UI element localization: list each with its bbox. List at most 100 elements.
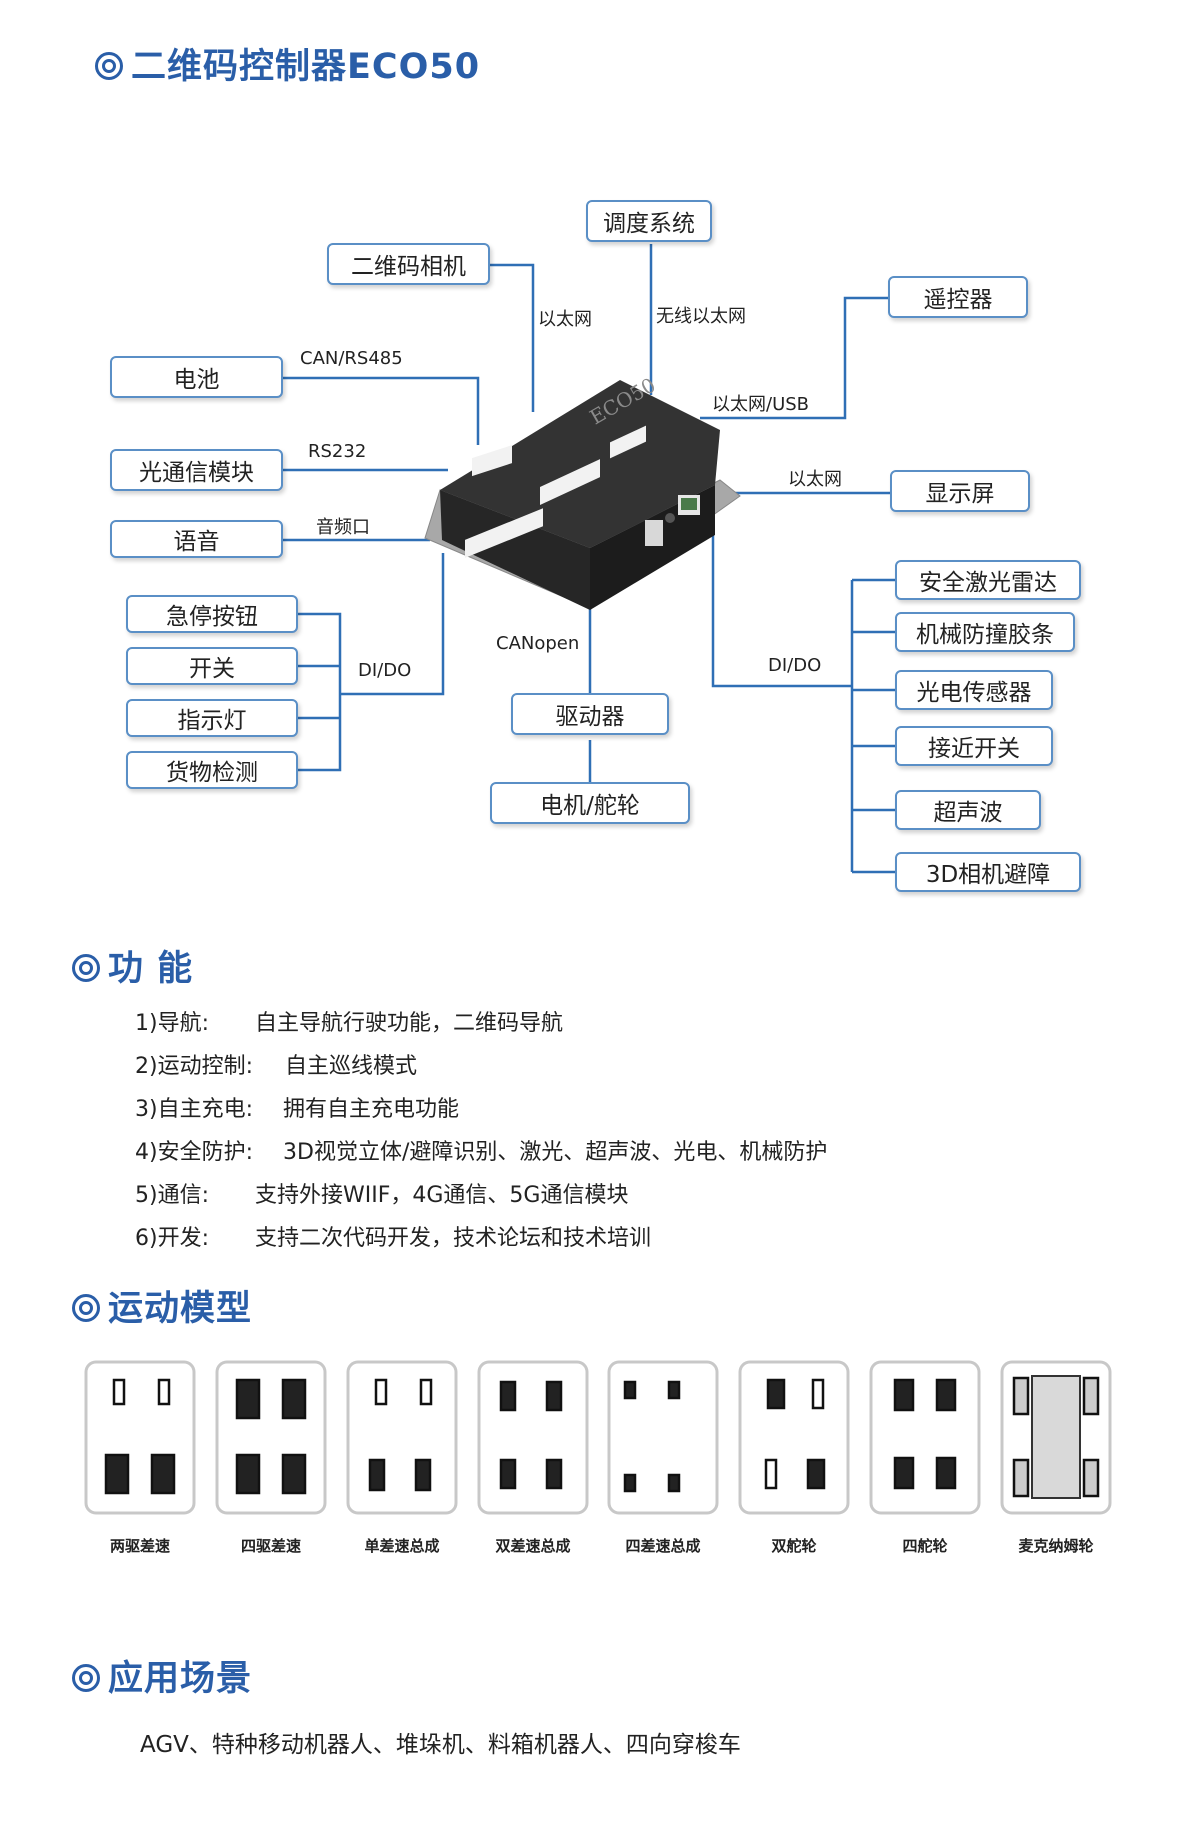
wheel-mark xyxy=(667,1380,681,1400)
wheel-mark xyxy=(368,1458,386,1492)
function-item: 3)自主充电:拥有自主充电功能 xyxy=(135,1097,460,1122)
application-text: AGV、特种移动机器人、堆垛机、料箱机器人、四向穿梭车 xyxy=(140,1732,741,1758)
application-title: 应用场景 xyxy=(72,1650,252,1701)
line-dido-left xyxy=(340,553,445,696)
motion-model-name: 四驱差速 xyxy=(240,1537,301,1555)
wheel-mark xyxy=(499,1458,517,1490)
box-safety-lidar: 安全激光雷达 xyxy=(895,560,1081,600)
double-circle-icon xyxy=(72,954,100,982)
label-dido-right: DI/DO xyxy=(768,655,822,676)
double-circle-icon xyxy=(95,52,123,80)
chassis-diagram xyxy=(1000,1360,1112,1515)
chassis-diagram xyxy=(84,1360,196,1515)
main-title: 二维码控制器ECO50 xyxy=(95,38,480,89)
label-wireless: 无线以太网 xyxy=(656,306,746,327)
connection-lines xyxy=(283,244,895,874)
function-item: 2)运动控制:自主巡线模式 xyxy=(135,1054,418,1079)
motion-model-card xyxy=(215,1360,327,1515)
box-photo-sensor: 光电传感器 xyxy=(895,670,1053,710)
chassis-diagram xyxy=(477,1360,589,1515)
box-qr-camera: 二维码相机 xyxy=(327,243,490,285)
wheel-mark xyxy=(935,1378,957,1412)
box-proximity: 接近开关 xyxy=(895,726,1053,766)
function-item: 4)安全防护:3D视觉立体/避障识别、激光、超声波、光电、机械防护 xyxy=(135,1140,828,1165)
wheel-mark xyxy=(545,1458,563,1490)
box-ultrasonic: 超声波 xyxy=(895,790,1041,830)
box-battery: 电池 xyxy=(110,356,283,398)
motion-model-name: 单差速总成 xyxy=(364,1537,440,1555)
wheel-mark xyxy=(419,1378,433,1406)
wheel-mark xyxy=(1012,1458,1030,1498)
wheel-mark xyxy=(150,1453,176,1495)
wheel-mark xyxy=(806,1458,826,1490)
label-audio: 音频口 xyxy=(316,517,370,538)
wheel-mark xyxy=(893,1378,915,1412)
function-item: 1)导航:自主导航行驶功能，二维码导航 xyxy=(135,1011,564,1036)
label-can-rs485: CAN/RS485 xyxy=(300,348,403,369)
box-motor: 电机/舵轮 xyxy=(490,782,690,824)
chassis-frame xyxy=(346,1360,458,1515)
motion-model-name: 两驱差速 xyxy=(109,1537,170,1555)
chassis-diagram xyxy=(738,1360,850,1515)
box-indicator: 指示灯 xyxy=(126,699,298,737)
motion-model-name: 四差速总成 xyxy=(625,1537,701,1555)
wheel-mark xyxy=(281,1378,307,1420)
motion-model-card xyxy=(346,1360,458,1515)
chassis-diagram xyxy=(346,1360,458,1515)
line-remote xyxy=(700,296,888,420)
wheel-mark xyxy=(112,1378,126,1406)
box-estop: 急停按钮 xyxy=(126,595,298,633)
wheel-mark xyxy=(414,1458,432,1492)
wheel-mark xyxy=(281,1453,307,1495)
label-ethernet-qr: 以太网 xyxy=(538,309,592,330)
motion-model-card xyxy=(84,1360,196,1515)
line-dido-right xyxy=(711,530,852,688)
line-battery xyxy=(283,376,480,445)
motion-model-card xyxy=(869,1360,981,1515)
label-ethernet-usb: 以太网/USB xyxy=(712,394,810,415)
wheel-mark xyxy=(623,1380,637,1400)
wheel-mark xyxy=(766,1378,786,1410)
function-item: 5)通信:支持外接WIIF，4G通信、5G通信模块 xyxy=(135,1183,629,1208)
wheel-mark xyxy=(499,1380,517,1412)
box-remote: 遥控器 xyxy=(888,276,1028,318)
motion-model-card xyxy=(738,1360,850,1515)
label-canopen: CANopen xyxy=(496,633,580,654)
motion-model-card xyxy=(477,1360,589,1515)
function-title: 功 能 xyxy=(72,940,193,991)
box-bumper: 机械防撞胶条 xyxy=(895,612,1075,652)
chassis-diagram xyxy=(215,1360,327,1515)
wheel-mark xyxy=(935,1456,957,1490)
chassis-frame xyxy=(738,1360,850,1515)
label-dido-left: DI/DO xyxy=(358,660,412,681)
function-item: 6)开发:支持二次代码开发，技术论坛和技术培训 xyxy=(135,1226,652,1251)
label-ethernet-display: 以太网 xyxy=(788,469,842,490)
chassis-frame xyxy=(84,1360,196,1515)
chassis-diagram xyxy=(869,1360,981,1515)
wheel-mark xyxy=(157,1378,171,1406)
motion-model-card xyxy=(607,1360,719,1515)
wheel-mark xyxy=(235,1378,261,1420)
motion-model-name: 麦克纳姆轮 xyxy=(1018,1537,1094,1555)
motion-model-name: 双舵轮 xyxy=(771,1537,817,1555)
chassis-body xyxy=(1031,1375,1081,1499)
double-circle-icon xyxy=(72,1294,100,1322)
eco50-device: ECO50 xyxy=(424,373,741,610)
motion-model-name: 四舵轮 xyxy=(902,1537,948,1555)
motion-model-card xyxy=(1000,1360,1112,1515)
wheel-mark xyxy=(1012,1376,1030,1416)
wheel-mark xyxy=(667,1473,681,1493)
chassis-diagram xyxy=(607,1360,719,1515)
wheel-mark xyxy=(1082,1458,1100,1498)
wheel-mark xyxy=(104,1453,130,1495)
motion-title: 运动模型 xyxy=(72,1280,252,1331)
box-optical-comm: 光通信模块 xyxy=(110,449,283,491)
wheel-mark xyxy=(811,1378,825,1410)
chassis-frame xyxy=(477,1360,589,1515)
wheel-mark xyxy=(235,1453,261,1495)
wheel-mark xyxy=(374,1378,388,1406)
wheel-mark xyxy=(545,1380,563,1412)
double-circle-icon xyxy=(72,1664,100,1692)
box-camera-3d: 3D相机避障 xyxy=(895,852,1081,892)
wheel-mark xyxy=(1082,1376,1100,1416)
